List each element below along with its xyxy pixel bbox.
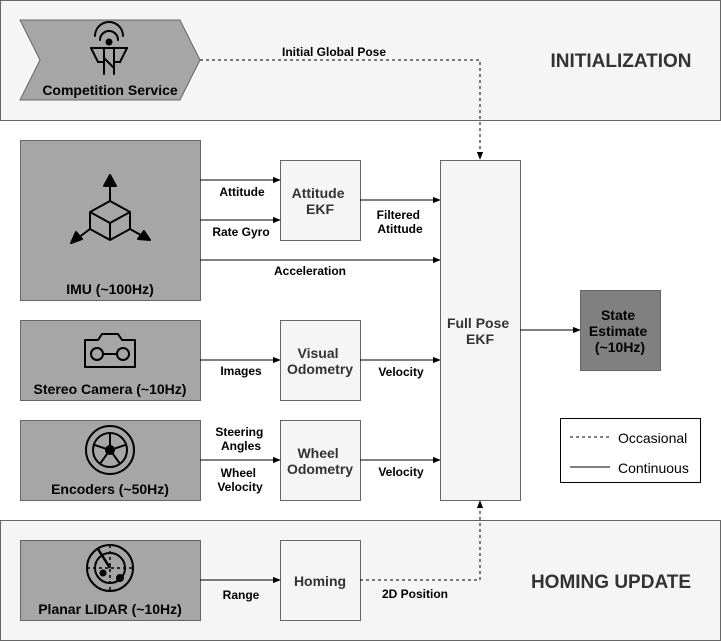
state-estimate-line-1: State — [601, 307, 635, 323]
legend-continuous-label: Continuous — [618, 460, 689, 476]
initial-global-pose-label: Initial Global Pose — [282, 45, 386, 59]
stereo-camera-label: Stereo Camera (~10Hz) — [34, 381, 187, 397]
legend-occasional-label: Occasional — [618, 430, 687, 446]
position-2d-label: 2D Position — [382, 587, 448, 601]
velocity-wheel-label: Velocity — [378, 465, 424, 479]
state-estimate-node — [580, 290, 661, 371]
velocity-visual-label: Velocity — [378, 365, 424, 379]
wheel-velocity-label: Wheel Velocity — [217, 466, 263, 494]
planar-lidar-label: Planar LIDAR (~10Hz) — [38, 601, 182, 617]
visual-odometry-line-1: Visual — [298, 345, 339, 361]
cube-axes-icon — [70, 174, 151, 244]
full-pose-ekf-node — [440, 160, 521, 501]
attitude-edge-label: Attitude — [219, 185, 265, 199]
wheel-odometry-line-1: Wheel — [297, 445, 338, 461]
visual-odometry-node — [280, 320, 361, 401]
attitude-ekf-label: Attitude EKF — [292, 185, 349, 217]
visual-odometry-label: Visual Odometry — [287, 345, 353, 377]
wheel-velocity-line-1: Wheel — [221, 466, 256, 480]
full-pose-ekf-line-1: Full Pose — [447, 315, 509, 331]
stereo-camera-icon — [84, 333, 136, 368]
steering-angles-line-1: Steering — [215, 425, 263, 439]
range-edge-label: Range — [223, 588, 260, 602]
wheel-odometry-line-2: Odometry — [287, 461, 353, 477]
antenna-tower-icon — [90, 21, 128, 75]
rate-gyro-edge-label: Rate Gyro — [212, 225, 269, 239]
homing-label: Homing — [294, 573, 346, 589]
filtered-attitude-label: Filtered Atittude — [377, 208, 424, 236]
full-pose-ekf-line-2: EKF — [466, 331, 494, 347]
wheel-velocity-line-2: Velocity — [217, 480, 263, 494]
homing-update-label: HOMING UPDATE — [531, 572, 691, 593]
filtered-attitude-line-1: Filtered — [377, 208, 420, 222]
imu-node — [20, 140, 201, 301]
attitude-ekf-node — [280, 160, 361, 241]
state-estimate-line-3: (~10Hz) — [595, 339, 645, 355]
imu-label: IMU (~100Hz) — [66, 281, 154, 297]
position-2d-edge — [360, 500, 484, 581]
steering-angles-label: Steering Angles — [215, 425, 266, 453]
full-pose-ekf-label: Full Pose EKF — [447, 315, 513, 347]
legend-box — [560, 418, 701, 483]
initialization-label: INITIALIZATION — [550, 51, 691, 72]
radar-icon — [86, 544, 134, 592]
wheel-odometry-label: Wheel Odometry — [287, 445, 353, 477]
acceleration-edge-label: Acceleration — [274, 264, 346, 278]
competition-service-label: Competition Service — [42, 82, 178, 98]
encoders-label: Encoders (~50Hz) — [51, 481, 169, 497]
visual-odometry-line-2: Odometry — [287, 361, 353, 377]
filtered-attitude-line-2: Atittude — [377, 222, 423, 236]
wheel-icon — [85, 425, 135, 475]
state-estimate-line-2: Estimate — [589, 323, 648, 339]
images-edge-label: Images — [220, 364, 262, 378]
attitude-ekf-line-1: Attitude — [292, 185, 345, 201]
state-estimate-label: State Estimate (~10Hz) — [589, 307, 651, 355]
competition-service-node — [19, 19, 201, 101]
steering-angles-line-2: Angles — [221, 439, 261, 453]
attitude-ekf-line-2: EKF — [306, 201, 334, 217]
